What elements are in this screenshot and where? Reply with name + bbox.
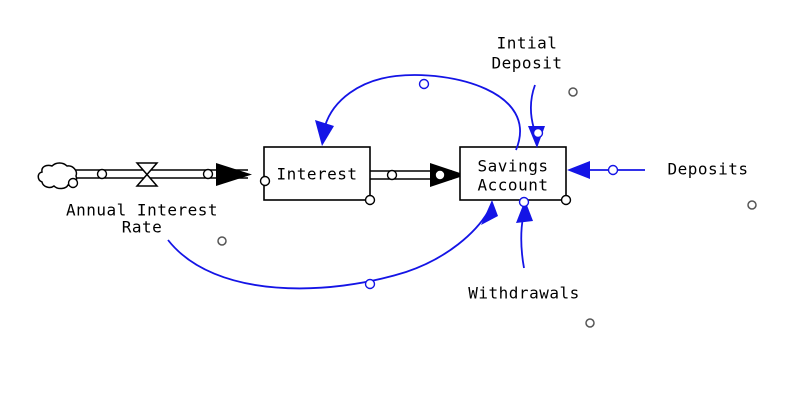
stock-interest-handle-left[interactable] bbox=[259, 175, 271, 187]
link-savings-to-interest-arrowhead bbox=[315, 120, 334, 146]
flow-interest-to-savings[interactable] bbox=[370, 163, 466, 187]
cloud-handle[interactable] bbox=[67, 177, 79, 189]
link-deposits-to-savings[interactable]: Deposits bbox=[567, 160, 749, 180]
variable-intial-deposit-label-line1: Intial bbox=[497, 34, 558, 53]
stray-handle-dot-3[interactable] bbox=[585, 318, 595, 328]
stock-savings-handle-bottom-right[interactable] bbox=[560, 194, 572, 206]
link-rate-to-savings-handle[interactable] bbox=[364, 278, 376, 290]
stock-savings-account-label-line2: Account bbox=[478, 176, 549, 195]
stock-interest[interactable]: Interest bbox=[259, 146, 376, 206]
link-withdrawals-handle[interactable] bbox=[518, 196, 530, 208]
cloud-source-icon[interactable] bbox=[37, 162, 78, 190]
flow-arrowhead-left bbox=[216, 163, 252, 186]
link-rate-to-savings[interactable] bbox=[167, 200, 498, 290]
variable-intial-deposit-label-line2: Deposit bbox=[492, 54, 563, 73]
link-intial-deposit-to-savings[interactable]: Intial Deposit bbox=[492, 34, 563, 149]
variable-deposits-label: Deposits bbox=[667, 160, 748, 179]
flow-handle-right[interactable] bbox=[202, 168, 214, 180]
flow-annual-interest-rate[interactable]: Annual Interest Rate bbox=[37, 162, 252, 237]
flow-arrowhead-middle bbox=[430, 163, 466, 187]
link-withdrawals-to-savings[interactable]: Withdrawals bbox=[468, 196, 579, 303]
variable-withdrawals-label: Withdrawals bbox=[468, 284, 579, 303]
link-savings-to-interest[interactable] bbox=[315, 74, 521, 151]
stray-handle-dot-2[interactable] bbox=[747, 200, 757, 210]
stock-savings-account[interactable]: Savings Account bbox=[459, 146, 572, 206]
stock-savings-account-label-line1: Savings bbox=[478, 157, 549, 176]
link-savings-to-interest-handle[interactable] bbox=[418, 78, 430, 90]
link-deposits-handle[interactable] bbox=[607, 164, 619, 176]
stock-interest-label: Interest bbox=[276, 165, 357, 184]
flow-label-annual-interest-rate-line2: Rate bbox=[122, 218, 163, 237]
flow-handle-middle[interactable] bbox=[386, 169, 398, 181]
link-rate-to-savings-arrowhead bbox=[481, 200, 498, 225]
flow-handle-left[interactable] bbox=[96, 168, 108, 180]
flow-label-annual-interest-rate-line1: Annual Interest bbox=[66, 201, 218, 220]
stray-handle-dot-1[interactable] bbox=[568, 87, 578, 97]
link-intial-deposit-handle[interactable] bbox=[532, 127, 544, 139]
stock-interest-handle-bottom-right[interactable] bbox=[364, 194, 376, 206]
link-withdrawals-arrowhead bbox=[516, 200, 533, 223]
link-deposits-arrowhead bbox=[567, 161, 590, 179]
flow-arrowhead-middle-dot bbox=[435, 170, 445, 180]
stray-handle-dot-4[interactable] bbox=[217, 236, 227, 246]
valve-icon[interactable] bbox=[135, 162, 159, 187]
